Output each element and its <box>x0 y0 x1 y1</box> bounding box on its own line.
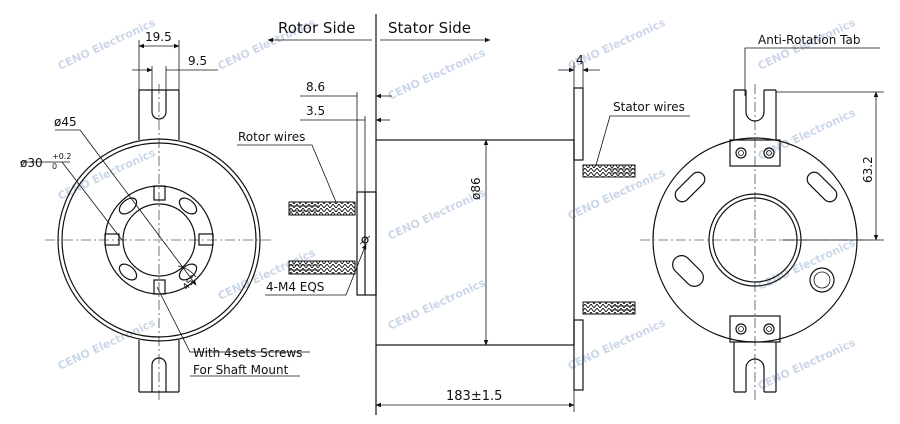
dimension-d45: ø45 <box>54 115 77 129</box>
stator-flange-top <box>573 87 584 161</box>
tab-screw <box>735 147 747 159</box>
rotor-wire-bundle-top <box>288 201 356 216</box>
dimension-d30: ø30 <box>20 156 43 170</box>
rotor-wire-bundle-bottom <box>288 260 356 275</box>
watermark: CENO Electronics <box>566 316 668 373</box>
screw-block <box>153 279 166 295</box>
dimension-19-5: 19.5 <box>145 30 172 44</box>
anti-rotation-tab-leader <box>744 47 880 96</box>
dimension-3-5: 3.5 <box>306 104 325 118</box>
dimension-9-5: 9.5 <box>188 54 207 68</box>
stator-wire-bundle-top <box>582 164 636 178</box>
stator-flange-bottom <box>573 319 584 391</box>
dimension-63-2: 63.2 <box>861 156 875 183</box>
wire-exit-slot <box>674 171 706 203</box>
dimension-d30-tol-lower: 0 <box>52 162 57 171</box>
wire-exit-slot <box>806 171 838 203</box>
screw-spec-label: 4-M4 EQS <box>266 280 324 294</box>
rotor-end-view: ø45 ø30 +0.2 0 45° 19.5 9.5 With 4sets S… <box>20 30 310 400</box>
rotor-bottom-tab <box>138 340 180 393</box>
wire-hole <box>118 197 138 215</box>
dimension-8-6: 8.6 <box>306 80 325 94</box>
watermark: CENO Electronics <box>756 336 858 393</box>
anti-rotation-tab-top <box>733 89 777 140</box>
wire-exit-round <box>809 267 835 293</box>
angle-arc <box>177 265 197 278</box>
screw-symbol-line <box>359 235 371 245</box>
note-line-1: With 4sets Screws <box>193 346 302 360</box>
watermark: CENO Electronics <box>386 276 488 333</box>
stator-wire-exit-group <box>672 171 838 293</box>
wire-holes-group <box>118 197 198 281</box>
leader-d30 <box>61 161 123 241</box>
watermark-group: CENO Electronics CENO Electronics CENO E… <box>56 16 858 393</box>
stator-wire-bundle-bottom <box>582 301 636 315</box>
dimension-45deg: 45° <box>181 274 199 293</box>
stator-wires-leader <box>595 115 690 166</box>
dimension-4: 4 <box>576 53 584 67</box>
tab-screw-inner <box>766 326 772 332</box>
wire-hole <box>118 263 138 281</box>
wire-hole <box>178 197 198 215</box>
anti-rotation-tab-label: Anti-Rotation Tab <box>758 33 861 47</box>
watermark: CENO Electronics <box>756 236 858 293</box>
dimension-d30-tol-upper: +0.2 <box>52 152 71 161</box>
dimension-183: 183±1.5 <box>446 389 502 404</box>
rotor-flange <box>356 191 377 296</box>
tab-screw <box>763 147 775 159</box>
screw-spec-leader <box>265 243 367 296</box>
rotor-side-label: Rotor Side <box>278 19 355 37</box>
watermark: CENO Electronics <box>56 16 158 73</box>
stator-wires-label: Stator wires <box>613 100 685 114</box>
tab-screw-inner <box>766 150 772 156</box>
tab-screw <box>735 323 747 335</box>
stator-end-view: Anti-Rotation Tab 63.2 <box>640 33 884 400</box>
tab-screw-inner <box>738 326 744 332</box>
tab-screw-inner <box>738 150 744 156</box>
screw-block <box>104 233 120 246</box>
leader-d45 <box>79 129 197 286</box>
screw-symbol <box>361 236 369 244</box>
rotor-top-tab-slot <box>151 90 167 120</box>
wire-exit-slot <box>672 255 704 287</box>
screw-block <box>153 185 166 201</box>
wire-exit-round-inner <box>813 271 831 289</box>
watermark: CENO Electronics <box>56 316 158 373</box>
anti-rotation-tab-bottom <box>733 342 777 393</box>
note-leader <box>156 286 310 353</box>
rotor-wires-label: Rotor wires <box>238 130 305 144</box>
screw-block <box>198 233 214 246</box>
dimension-d86: ø86 <box>469 177 483 200</box>
tab-screw <box>763 323 775 335</box>
watermark: CENO Electronics <box>386 46 488 103</box>
note-line-2: For Shaft Mount <box>193 363 289 377</box>
stator-side-label: Stator Side <box>388 19 471 37</box>
rotor-wires-leader <box>237 144 337 203</box>
side-view: Rotor Side Stator Side Rotor wires Stato… <box>237 14 690 415</box>
